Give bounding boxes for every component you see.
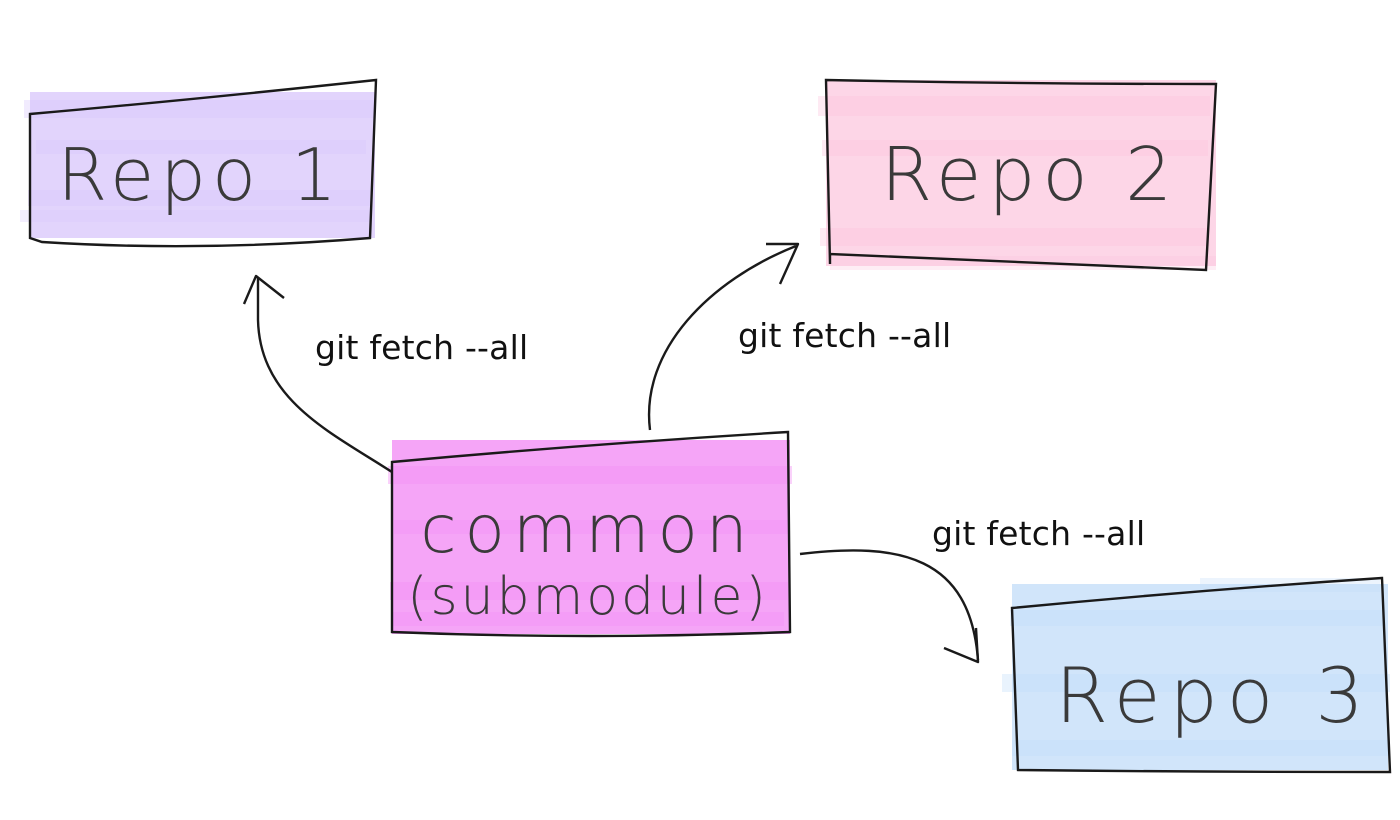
common-label-line2: (submodule) xyxy=(407,567,769,627)
repo1-fill xyxy=(20,92,375,238)
repo1-label: Repo 1 xyxy=(57,133,343,217)
repo3-border xyxy=(1010,576,1392,774)
edge-label-repo1: git fetch --all xyxy=(315,328,529,367)
common-label-line1: common xyxy=(420,491,755,568)
edge-common-repo2-line xyxy=(647,244,797,431)
edge-common-repo3-line xyxy=(799,549,980,661)
edge-label-repo2: git fetch --all xyxy=(738,316,952,355)
edge-common-repo1-arrowhead xyxy=(242,274,285,305)
common-node: common (submodule) xyxy=(388,430,792,638)
repo2-border xyxy=(824,78,1218,272)
common-fill xyxy=(388,440,792,634)
edge-common-repo1-line xyxy=(256,278,393,474)
repo3-label: Repo 3 xyxy=(1055,651,1372,740)
edge-label-repo3: git fetch --all xyxy=(932,514,1146,553)
repo2-node: Repo 2 xyxy=(818,78,1218,272)
repo1-node: Repo 1 xyxy=(20,78,378,248)
edge-common-repo2 xyxy=(647,242,800,431)
repo1-border xyxy=(28,78,378,248)
common-border xyxy=(390,430,792,638)
repo3-node: Repo 3 xyxy=(1002,576,1392,774)
repo2-label: Repo 2 xyxy=(881,132,1179,218)
edge-common-repo3-arrowhead xyxy=(943,627,980,664)
edge-common-repo3 xyxy=(799,549,980,664)
edge-common-repo1 xyxy=(242,274,393,474)
repo2-fill xyxy=(818,80,1216,270)
edge-common-repo2-arrowhead xyxy=(766,242,800,285)
